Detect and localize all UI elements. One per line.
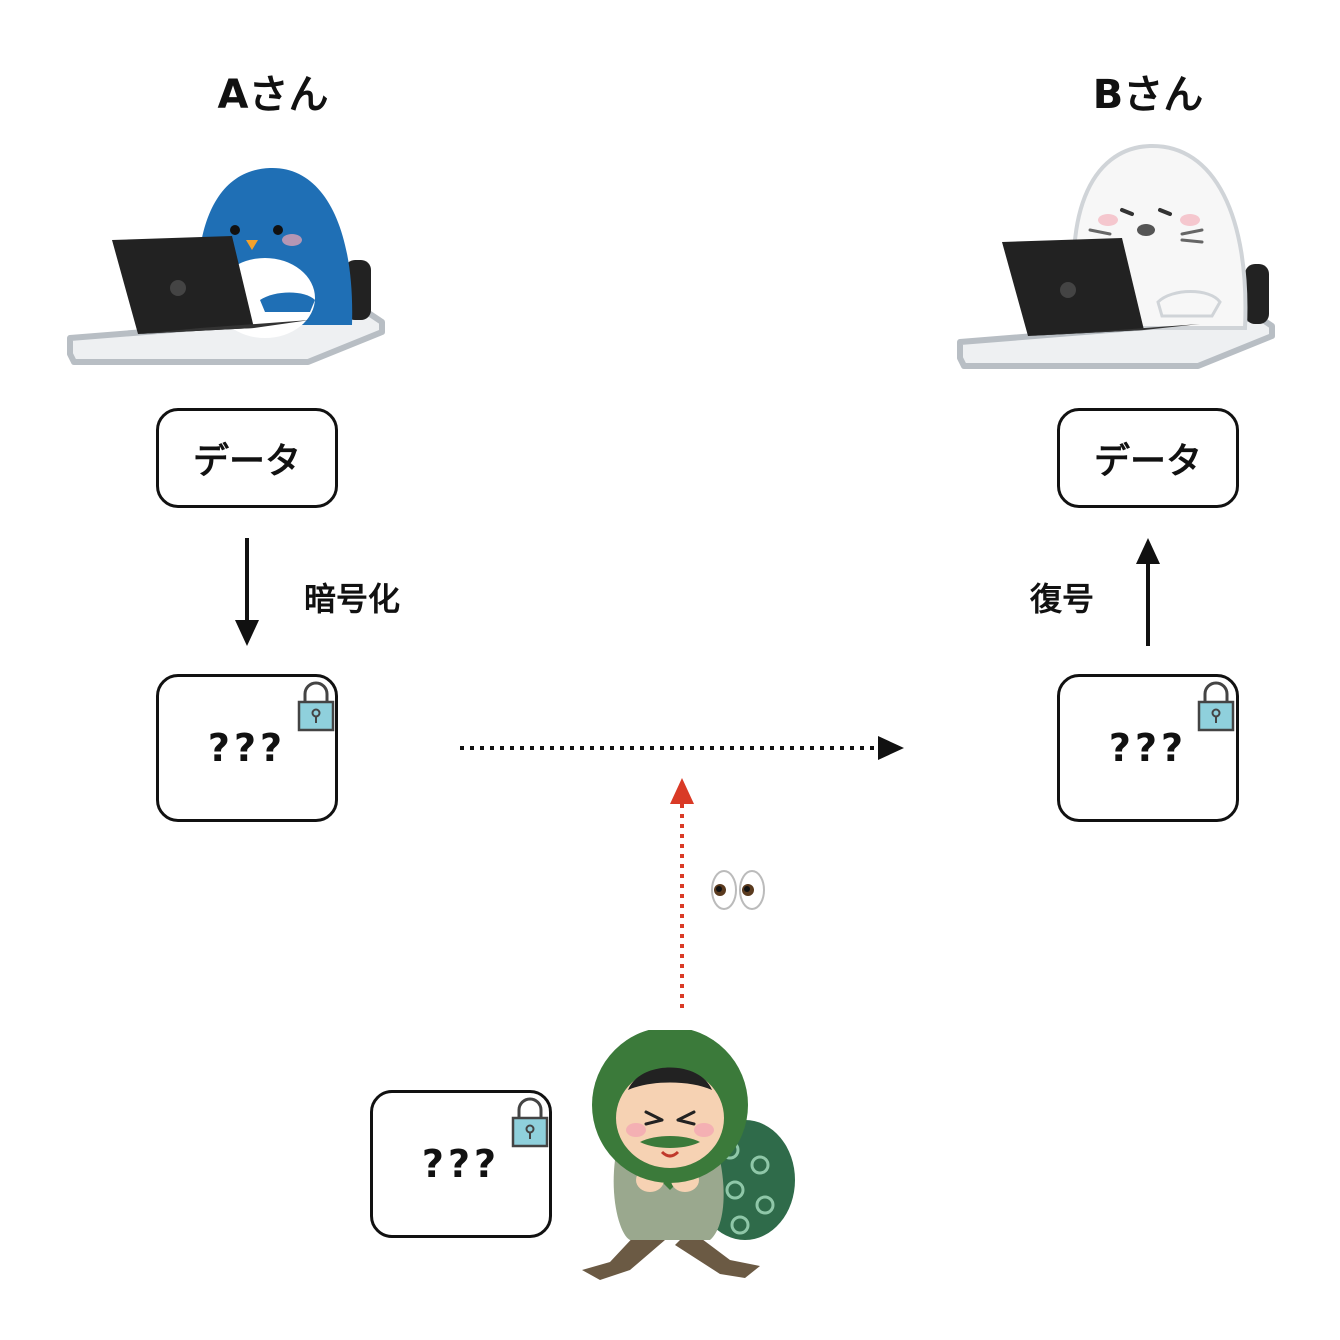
person-a-label: Aさん (217, 72, 329, 118)
a-data-label: データ (192, 441, 301, 482)
penguin-at-laptop-illustration (67, 167, 385, 365)
thief-encrypted-text: ??? (421, 1142, 501, 1186)
b-data-box: データ (1057, 408, 1239, 508)
padlock-icon (297, 681, 335, 732)
encrypt-arrow (235, 538, 259, 646)
b-data-label: データ (1093, 441, 1202, 482)
a-encrypted-text: ??? (207, 726, 287, 770)
padlock-icon (511, 1097, 549, 1148)
encrypt-label: 暗号化 (304, 580, 401, 618)
eyes-icon (711, 870, 765, 910)
b-encrypted-text: ??? (1108, 726, 1188, 770)
person-b-label: Bさん (1092, 72, 1204, 118)
padlock-icon (1197, 681, 1235, 732)
a-data-box: データ (156, 408, 338, 508)
a-encrypted-box: ??? (156, 674, 338, 822)
intercept-arrow (670, 778, 694, 1008)
seal-at-laptop-illustration (957, 143, 1275, 369)
transmission-arrow (460, 736, 904, 760)
decrypt-label: 復号 (1030, 580, 1095, 618)
decrypt-arrow (1136, 538, 1160, 646)
thief-encrypted-box: ??? (370, 1090, 552, 1238)
thief-illustration (582, 1030, 795, 1280)
b-encrypted-box: ??? (1057, 674, 1239, 822)
